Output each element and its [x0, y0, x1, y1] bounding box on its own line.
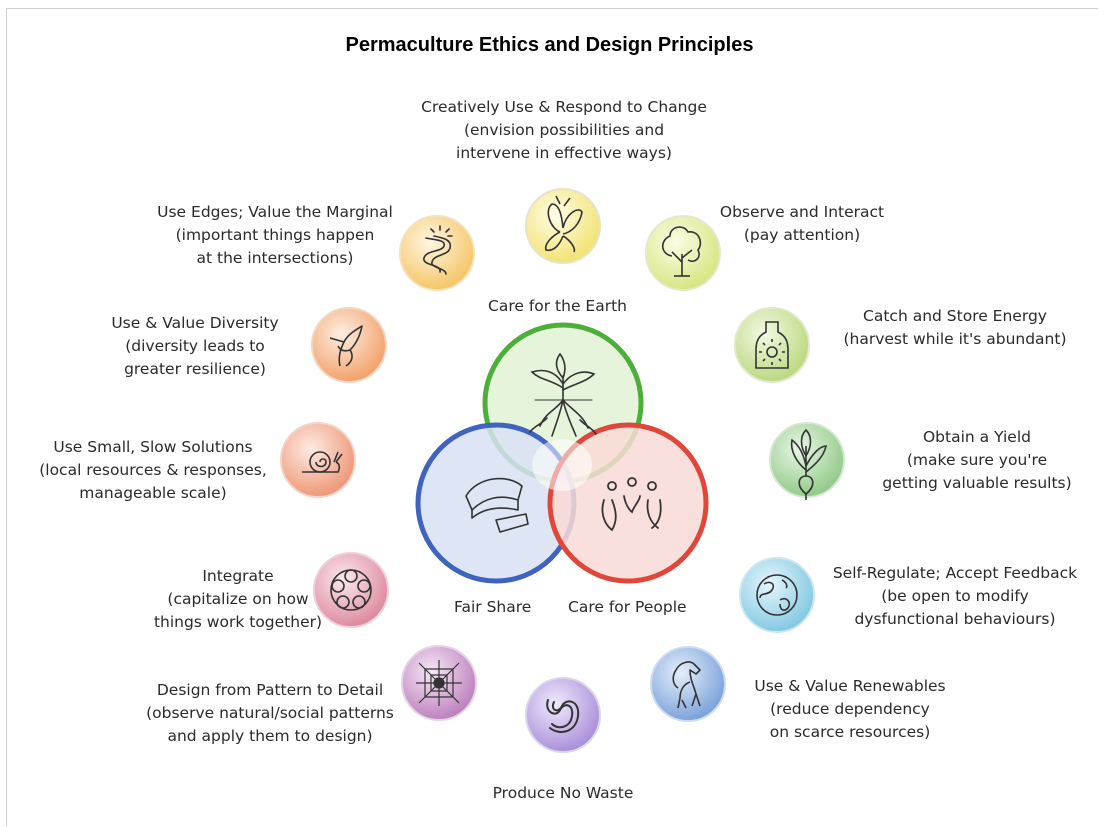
spiderweb-icon	[416, 660, 462, 706]
principle-feedback-circle	[739, 557, 815, 633]
diagram-frame	[6, 8, 1098, 826]
care-for-people-label: Care for People	[568, 598, 687, 616]
snail-icon	[302, 451, 343, 473]
venn-center-highlight	[532, 439, 592, 491]
principle-pattern-label: Design from Pattern to Detail (observe n…	[146, 681, 394, 745]
principle-change-label: Creatively Use & Respond to Change (envi…	[421, 98, 707, 162]
principle-pattern-circle	[401, 645, 477, 721]
principle-edges-label: Use Edges; Value the Marginal (important…	[157, 203, 393, 267]
principle-small-circle	[280, 422, 356, 498]
hummingbird-icon	[329, 325, 363, 367]
care-for-earth-label: Care for the Earth	[488, 297, 627, 315]
butterfly-icon	[544, 195, 583, 253]
principle-edges-circle	[399, 215, 475, 291]
principle-change-circle	[525, 188, 601, 264]
principle-renewables-label: Use & Value Renewables (reduce dependenc…	[754, 677, 946, 741]
horse-icon	[672, 661, 701, 709]
worm-icon	[546, 699, 580, 733]
radish-icon	[790, 428, 827, 500]
pie-slice-icon	[465, 477, 529, 533]
principle-observe-circle	[645, 215, 721, 291]
principle-waste-circle	[525, 677, 601, 753]
principle-yield-circle	[769, 422, 845, 500]
principle-energy-circle	[734, 307, 810, 383]
venn-diagram	[415, 322, 709, 584]
principle-observe-label: Observe and Interact (pay attention)	[719, 203, 885, 244]
bottle-sun-icon	[755, 321, 789, 369]
circle-ring-icon	[330, 569, 372, 611]
principle-diversity-circle	[311, 307, 387, 383]
principle-small-label: Use Small, Slow Solutions (local resourc…	[39, 438, 267, 502]
principle-integrate-circle	[313, 552, 389, 628]
tree-icon	[661, 226, 702, 277]
river-icon	[423, 225, 453, 275]
globe-icon	[756, 574, 798, 616]
diagram-title: Permaculture Ethics and Design Principle…	[345, 34, 754, 56]
principle-integrate-label: Integrate (capitalize on how things work…	[153, 567, 323, 631]
principle-waste-label: Produce No Waste	[492, 784, 634, 802]
people-icon	[601, 477, 662, 531]
principle-diversity-label: Use & Value Diversity (diversity leads t…	[111, 314, 279, 378]
principle-energy-label: Catch and Store Energy (harvest while it…	[843, 307, 1067, 348]
fair-share-label: Fair Share	[454, 598, 532, 616]
principle-feedback-label: Self-Regulate; Accept Feedback (be open …	[832, 564, 1078, 628]
tree-roots-icon	[529, 352, 597, 437]
principle-yield-label: Obtain a Yield (make sure you're getting…	[882, 428, 1072, 492]
principle-renewables-circle	[650, 646, 726, 722]
